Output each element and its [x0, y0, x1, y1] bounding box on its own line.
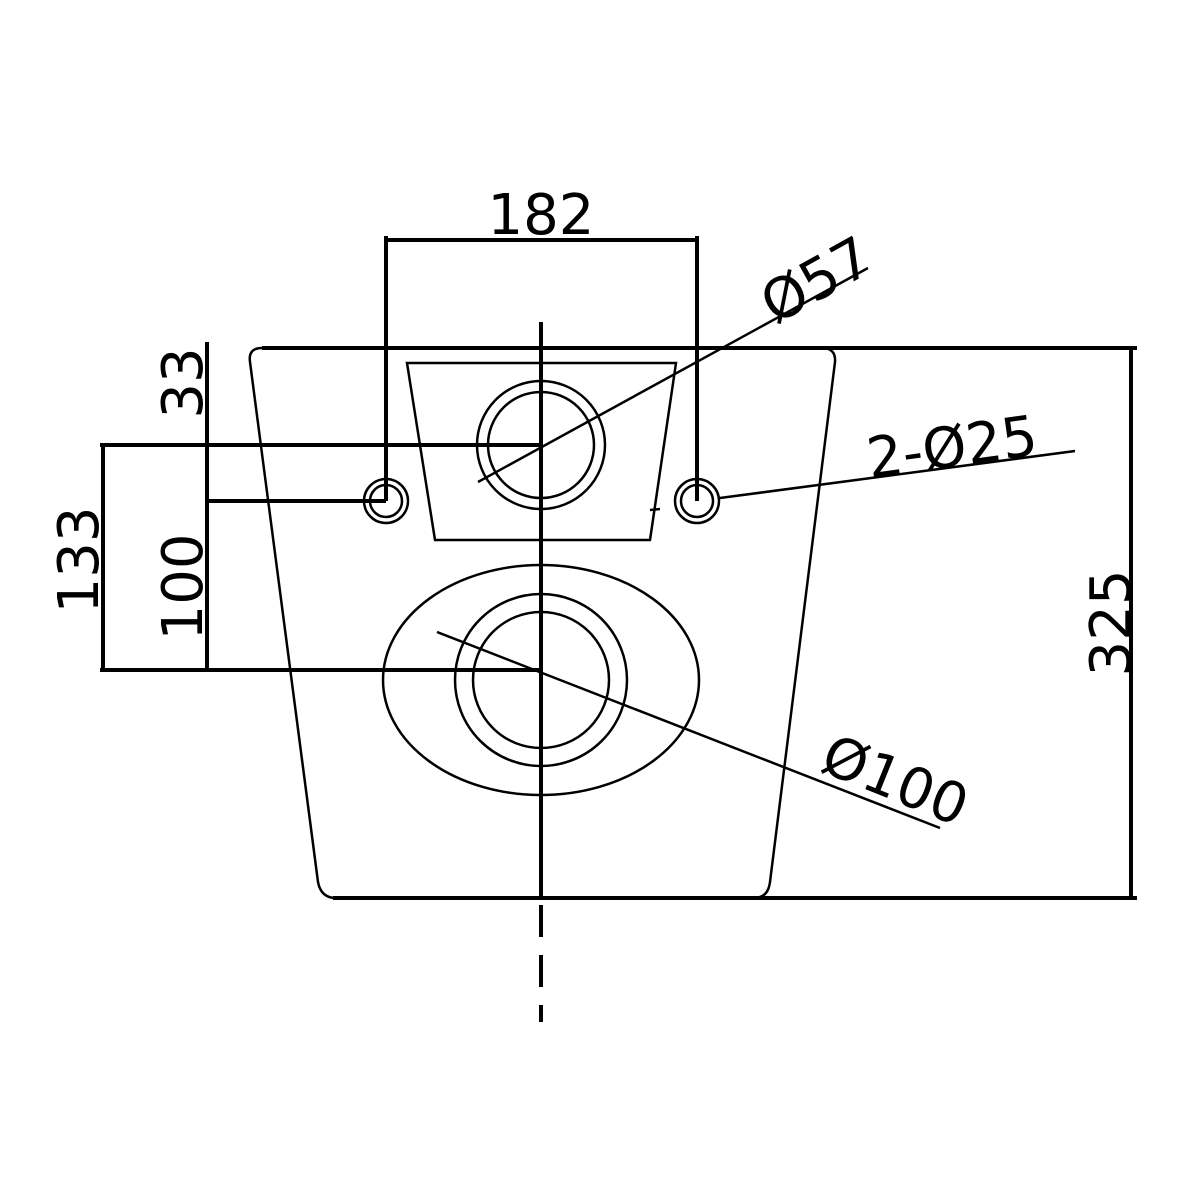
dim-100-diam-label: Ø100 [813, 723, 977, 840]
dim-25-leader-main [719, 449, 1076, 500]
dim-25-leader [649, 507, 661, 512]
dim-325-label: 325 [1079, 570, 1144, 677]
flush-inlet-recess [405, 361, 678, 542]
dim-100-label: 100 [151, 534, 216, 641]
dim-182-label: 182 [488, 183, 595, 248]
dim-100-diam-leader [436, 630, 941, 830]
dim-33-label: 33 [151, 347, 216, 418]
dim-57-leader [477, 266, 869, 484]
dim-25-label: 2-Ø25 [863, 404, 1042, 492]
dim-133-label: 133 [47, 507, 112, 614]
